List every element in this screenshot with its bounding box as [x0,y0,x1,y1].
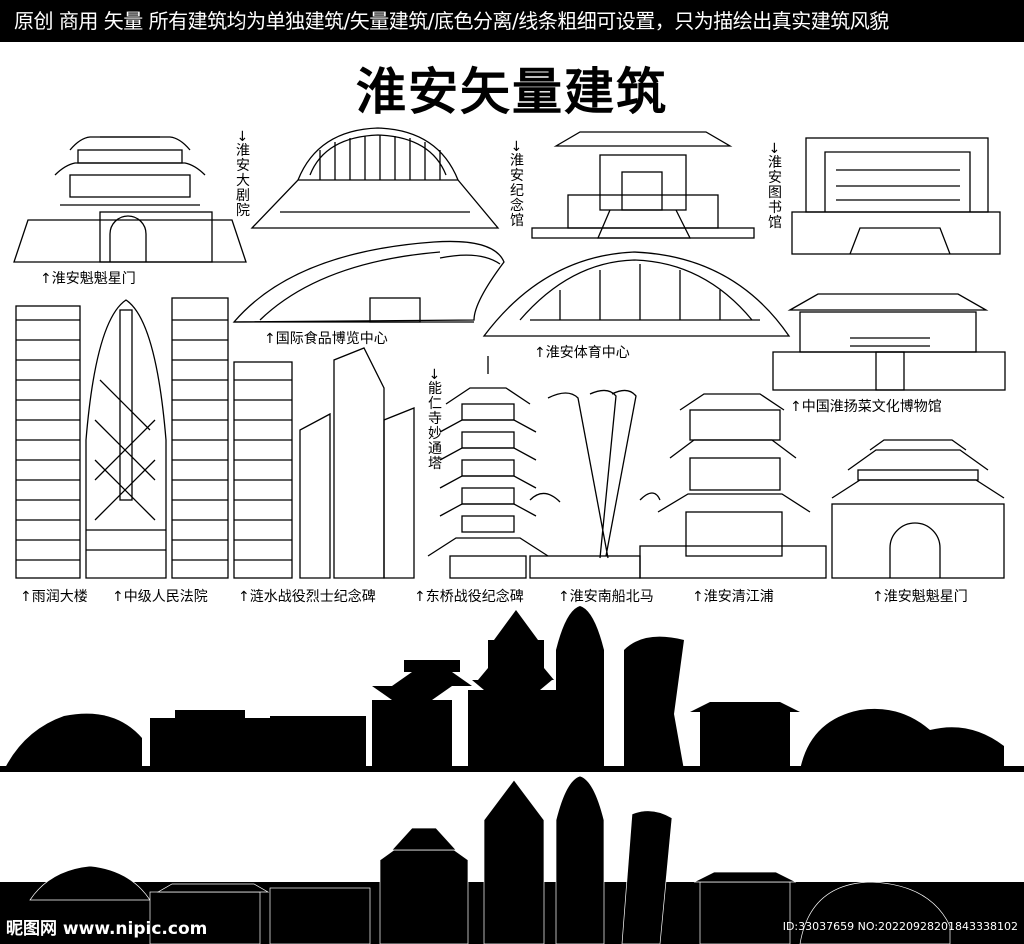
food-expo-drawing [232,240,505,323]
label-nanchuan: ↑淮安南船北马 [558,589,654,605]
bottom-skyline [0,775,1024,944]
label-jinianguan: →淮安纪念馆 [508,140,524,228]
nengren-pagoda-drawing [427,356,549,579]
court-tower-drawing [85,299,167,579]
label-tushuguan: →淮安图书馆 [766,142,782,230]
nipic-watermark-logo: 昵图网 www.nipic.com [6,919,208,939]
label-food-expo: ↑国际食品博览中心 [264,331,388,347]
lianshui-drawing [233,347,415,579]
kuixingmen-top-drawing [13,136,247,263]
tushuguan-drawing [791,137,1001,255]
qingjiangpu-drawing [639,393,827,579]
label-sports-center: ↑淮安体育中心 [534,345,630,361]
label-dongqiao: ↑东桥战役纪念碑 [414,589,524,605]
silhouette-skyline [0,606,1024,772]
nipic-watermark-id: ID:33037659 NO:20220928201843338102 [782,920,1018,933]
cuisine-museum-drawing [772,293,1006,391]
label-kuixingmen-bottom: ↑淮安魁魁星门 [872,589,968,605]
page-title: 淮安矢量建筑 [356,62,668,121]
jinianguan-drawing [531,131,755,239]
label-lianshui: ↑涟水战役烈士纪念碑 [238,589,376,605]
label-yurun: ↑雨润大楼 [20,589,88,605]
label-kuixingmen-top: ↑淮安魁魁星门 [40,271,136,287]
label-nengren-pagoda: →能仁寺妙通塔 [426,368,442,471]
yurun-drawing [15,305,81,579]
sports-center-drawing [482,251,791,337]
label-court: ↑中级人民法院 [112,589,208,605]
court-block-drawing [171,297,229,579]
dajuyuan-drawing [250,127,500,229]
top-banner: 原创 商用 矢量 所有建筑均为单独建筑/矢量建筑/底色分离/线条粗细可设置，只为… [0,0,1024,42]
label-qingjiangpu: ↑淮安清江浦 [692,589,774,605]
kuixingmen-bottom-drawing [831,439,1005,579]
label-dajuyuan: →淮安大剧院 [234,130,250,218]
label-cuisine-museum: ↑中国淮扬菜文化博物馆 [790,399,942,415]
